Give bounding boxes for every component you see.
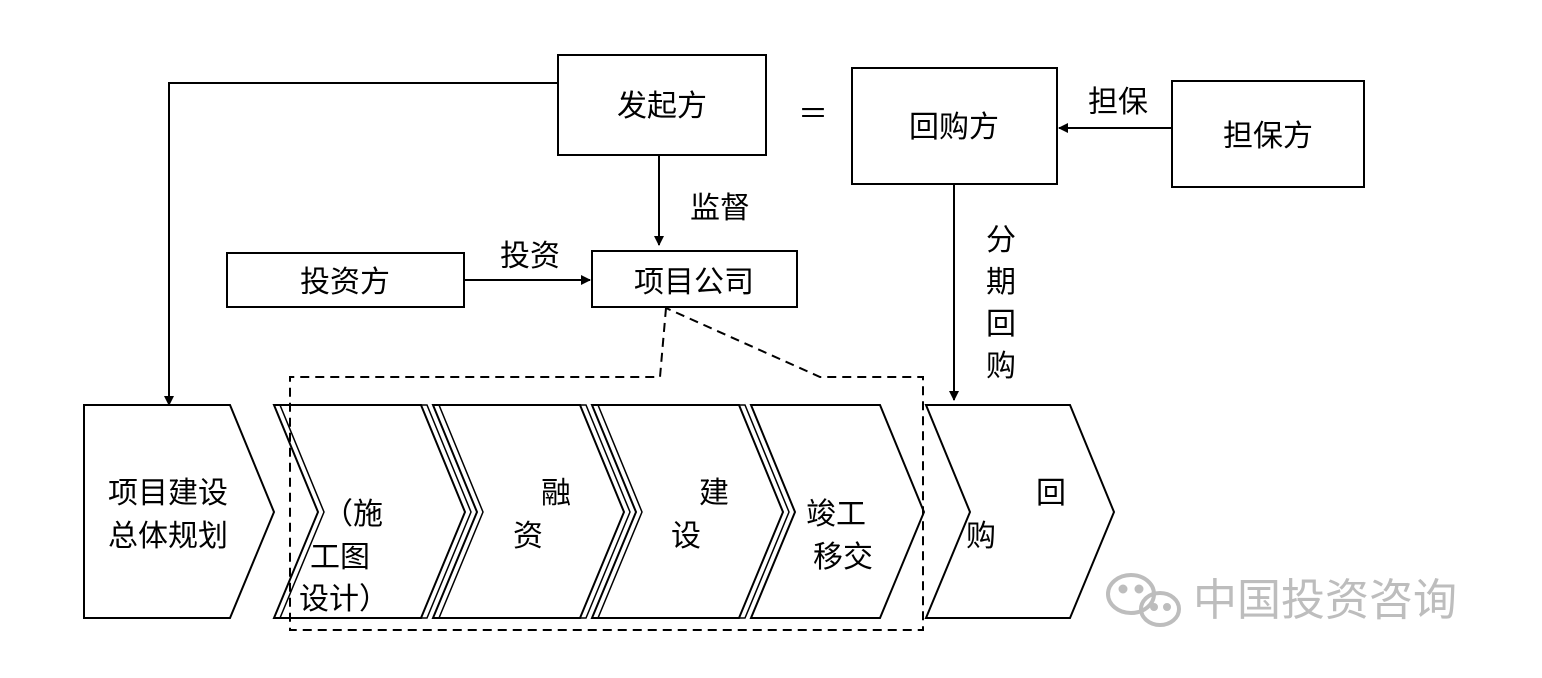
guarantor-label: 担保方 <box>1223 119 1313 154</box>
svg-text:购: 购 <box>986 349 1016 384</box>
initiator-node: 发起方 <box>557 54 767 156</box>
buyback-party-label: 回购方 <box>909 110 999 145</box>
project-company-node: 项目公司 <box>591 250 798 308</box>
svg-text:竣工: 竣工 <box>806 497 866 532</box>
stage-buyback: 回 购 <box>924 404 1116 619</box>
guarantee-label: 担保 <box>1088 85 1148 120</box>
svg-text:建: 建 <box>699 476 729 511</box>
svg-text:设计）: 设计） <box>299 582 389 617</box>
invest-label: 投资 <box>500 239 560 274</box>
svg-text:（施: （施 <box>323 497 383 532</box>
stage-construction: 建 设 <box>590 404 790 619</box>
stage-planning: 项目建设 总体规划 <box>83 404 276 619</box>
installment-buyback-label: 分 期 回 购 <box>986 223 1016 384</box>
svg-text:工图: 工图 <box>310 540 370 575</box>
supervise-label: 监督 <box>690 191 750 226</box>
project-company-label: 项目公司 <box>634 265 754 300</box>
initiator-label: 发起方 <box>617 89 707 124</box>
svg-text:总体规划: 总体规划 <box>108 519 228 554</box>
watermark-text: 中国投资咨询 <box>1193 575 1457 626</box>
investor-node: 投资方 <box>226 252 465 308</box>
svg-text:融: 融 <box>541 476 571 511</box>
equals-sign: ＝ <box>798 97 828 132</box>
stage-financing: 融 资 <box>431 404 631 619</box>
svg-text:移交: 移交 <box>813 540 873 575</box>
project-company-scope-boundary <box>289 307 924 631</box>
wechat-icon <box>1106 573 1181 627</box>
guarantor-node: 担保方 <box>1171 80 1365 188</box>
svg-text:回: 回 <box>1036 476 1066 511</box>
svg-text:分: 分 <box>986 223 1016 258</box>
svg-text:设: 设 <box>671 519 701 554</box>
svg-text:回: 回 <box>986 307 1016 342</box>
svg-text:期: 期 <box>986 265 1016 300</box>
svg-text:资: 资 <box>513 519 543 554</box>
investor-label: 投资方 <box>300 265 390 300</box>
buyback-party-node: 回购方 <box>851 67 1058 185</box>
initiator-to-planning-arrow <box>164 82 558 406</box>
svg-text:购: 购 <box>966 519 996 554</box>
svg-text:项目建设: 项目建设 <box>108 476 228 511</box>
stage-design: （施 工图 设计） <box>272 404 472 619</box>
stage-handover: 竣工 移交 <box>749 404 926 619</box>
